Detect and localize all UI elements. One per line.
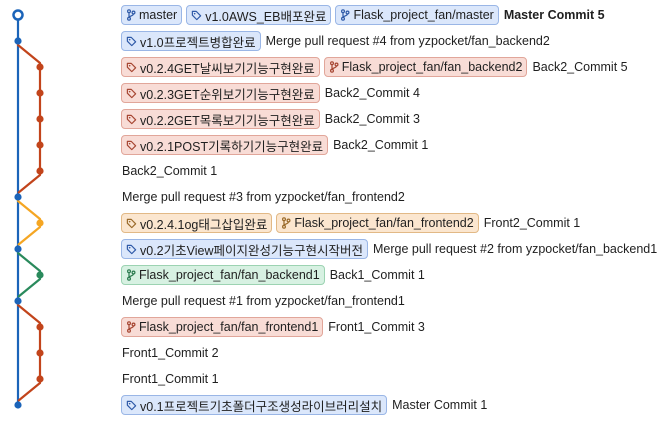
commit-graph <box>12 9 44 409</box>
commit-node[interactable] <box>36 115 44 123</box>
commit-message: Back2_Commit 4 <box>324 86 420 100</box>
ref-text: v0.2.4.1og태그삽입완료 <box>140 217 268 232</box>
commit-message: Back2_Commit 3 <box>324 112 420 126</box>
commit-message: Master Commit 5 <box>503 8 605 22</box>
branch-icon <box>329 61 339 73</box>
tag-label[interactable]: v1.0AWS_EB배포완료 <box>186 5 332 25</box>
branch-label[interactable]: master <box>121 5 183 25</box>
ref-text: Flask_project_fan/fan_frontend2 <box>294 216 474 230</box>
ref-text: Flask_project_fan/fan_backend1 <box>139 268 320 282</box>
commit-row[interactable]: v0.2.2GET목록보기기능구현완료 Back2_Commit 3 <box>121 108 420 130</box>
ref-text: v0.1프로젝트기초폴더구조생성라이브러리설치 <box>140 399 383 414</box>
tag-icon <box>191 10 202 21</box>
branch-label[interactable]: Flask_project_fan/fan_backend2 <box>323 57 528 77</box>
commit-node[interactable] <box>14 37 22 45</box>
tag-label[interactable]: v0.2.2GET목록보기기능구현완료 <box>121 109 320 129</box>
commit-message: Back2_Commit 1 <box>122 164 218 178</box>
ref-text: v1.0프로젝트병합완료 <box>140 35 256 50</box>
commit-message: Front2_Commit 1 <box>483 216 581 230</box>
commit-node[interactable] <box>12 9 24 21</box>
commit-row[interactable]: Back2_Commit 1 <box>121 160 217 182</box>
tag-icon <box>126 88 137 99</box>
commit-row[interactable]: v0.2.4.1og태그삽입완료 Flask_project_fan/fan_fr… <box>121 212 580 234</box>
tag-icon <box>126 218 137 229</box>
tag-icon <box>126 400 137 411</box>
ref-text: v0.2기초View페이지완성기능구현시작버전 <box>140 243 363 258</box>
tag-label[interactable]: v0.2기초View페이지완성기능구현시작버전 <box>121 239 368 259</box>
commit-node[interactable] <box>36 219 44 227</box>
commit-message: Merge pull request #1 from yzpocket/fan_… <box>122 294 405 308</box>
branch-line-2 <box>16 197 42 246</box>
tag-icon <box>126 114 137 125</box>
commit-row[interactable]: Merge pull request #1 from yzpocket/fan_… <box>121 290 405 312</box>
branch-line-3 <box>16 249 42 298</box>
tag-label[interactable]: v0.1프로젝트기초폴더구조생성라이브러리설치 <box>121 395 388 415</box>
commit-node[interactable] <box>14 401 22 409</box>
commit-message: Back2_Commit 1 <box>333 138 429 152</box>
commit-message: Merge pull request #2 from yzpocket/fan_… <box>373 242 658 256</box>
ref-text: v1.0AWS_EB배포완료 <box>205 9 327 24</box>
commit-node[interactable] <box>14 193 22 201</box>
ref-text: v0.2.4GET날씨보기기능구현완료 <box>140 61 315 76</box>
tag-icon <box>126 36 137 47</box>
tag-label[interactable]: v1.0프로젝트병합완료 <box>121 31 261 51</box>
branch-icon <box>126 269 136 281</box>
commit-row[interactable]: Flask_project_fan/fan_frontend1 Front1_Co… <box>121 316 425 338</box>
ref-text: Flask_project_fan/master <box>353 8 494 22</box>
commit-message: Master Commit 1 <box>392 398 488 412</box>
ref-text: Flask_project_fan/fan_backend2 <box>341 60 523 74</box>
commit-message: Back2_Commit 5 <box>532 60 628 74</box>
branch-label[interactable]: Flask_project_fan/fan_backend1 <box>121 265 325 285</box>
tag-icon <box>126 62 137 73</box>
ref-text: master <box>139 8 178 22</box>
tag-label[interactable]: v0.2.4GET날씨보기기능구현완료 <box>121 57 320 77</box>
commit-node[interactable] <box>14 297 22 305</box>
commit-node[interactable] <box>36 141 44 149</box>
commit-row[interactable]: v0.2.1POST기록하기기능구현완료 Back2_Commit 1 <box>121 134 428 156</box>
branch-label[interactable]: Flask_project_fan/master <box>335 5 499 25</box>
commit-message: Front1_Commit 3 <box>328 320 425 334</box>
commit-message: Back1_Commit 1 <box>329 268 425 282</box>
ref-text: v0.2.3GET순위보기기능구현완료 <box>140 87 315 102</box>
commit-row[interactable]: Front1_Commit 1 <box>121 368 219 390</box>
branch-line-4 <box>16 301 42 402</box>
commit-row[interactable]: Flask_project_fan/fan_backend1 Back1_Comm… <box>121 264 425 286</box>
commit-row[interactable]: Front1_Commit 2 <box>121 342 219 364</box>
commit-row[interactable]: v0.2기초View페이지완성기능구현시작버전 Merge pull reques… <box>121 238 657 260</box>
branch-icon <box>281 217 291 229</box>
commit-node[interactable] <box>36 271 44 279</box>
commit-row[interactable]: v0.2.3GET순위보기기능구현완료 Back2_Commit 4 <box>121 82 420 104</box>
ref-text: v0.2.2GET목록보기기능구현완료 <box>140 113 315 128</box>
branch-icon <box>126 9 136 21</box>
commit-message: Front1_Commit 2 <box>122 346 219 360</box>
commit-node[interactable] <box>36 323 44 331</box>
commit-node[interactable] <box>36 375 44 383</box>
commit-node[interactable] <box>14 245 22 253</box>
branch-icon <box>126 321 136 333</box>
ref-text: Flask_project_fan/fan_frontend1 <box>139 320 319 334</box>
tag-label[interactable]: v0.2.4.1og태그삽입완료 <box>121 213 273 233</box>
tag-icon <box>126 244 137 255</box>
commit-row[interactable]: v0.1프로젝트기초폴더구조생성라이브러리설치 Master Commit 1 <box>121 394 487 416</box>
tag-label[interactable]: v0.2.3GET순위보기기능구현완료 <box>121 83 320 103</box>
branch-label[interactable]: Flask_project_fan/fan_frontend1 <box>121 317 324 337</box>
commit-node[interactable] <box>36 63 44 71</box>
branch-icon <box>340 9 350 21</box>
commit-row[interactable]: master v1.0AWS_EB배포완료 Flask_project_fan/ma… <box>121 4 605 26</box>
commit-row[interactable]: v1.0프로젝트병합완료 Merge pull request #4 from y… <box>121 30 550 52</box>
tag-label[interactable]: v0.2.1POST기록하기기능구현완료 <box>121 135 329 155</box>
commit-row[interactable]: v0.2.4GET날씨보기기능구현완료 Flask_project_fan/fan… <box>121 56 628 78</box>
commit-node[interactable] <box>36 349 44 357</box>
commit-message: Merge pull request #3 from yzpocket/fan_… <box>122 190 405 204</box>
ref-text: v0.2.1POST기록하기기능구현완료 <box>140 139 324 154</box>
commit-row[interactable]: Merge pull request #3 from yzpocket/fan_… <box>121 186 405 208</box>
commit-message: Merge pull request #4 from yzpocket/fan_… <box>265 34 550 48</box>
commit-node[interactable] <box>36 89 44 97</box>
tag-icon <box>126 140 137 151</box>
commit-node[interactable] <box>36 167 44 175</box>
branch-label[interactable]: Flask_project_fan/fan_frontend2 <box>276 213 479 233</box>
commit-message: Front1_Commit 1 <box>122 372 219 386</box>
